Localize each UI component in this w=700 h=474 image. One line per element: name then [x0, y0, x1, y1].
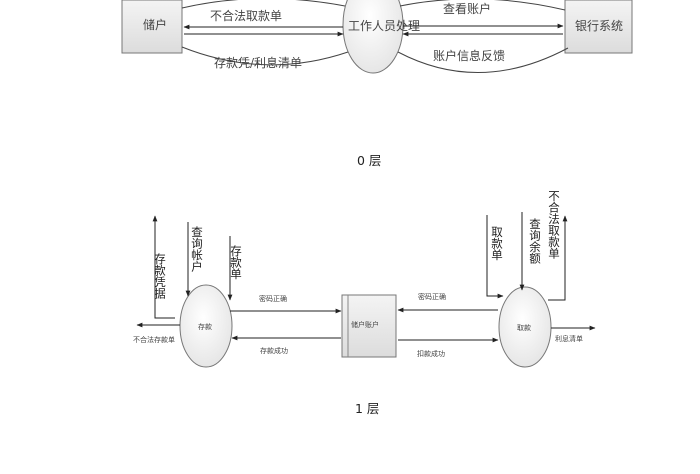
level0-diagram: 储户 工作人员处理 银行系统 不合法取款单 存款凭/利息清单 查看账户 账户信息…: [121, 0, 633, 168]
depositor-box: [121, 0, 183, 54]
deposit-slip-label: 存款单: [229, 244, 243, 279]
curve-right-top: [399, 0, 566, 11]
withdraw-process-label: 取款: [517, 323, 531, 332]
level1-diagram: 存款 储户账户 取款 存款凭据 查询帐户 存款单 取款单 查询余额 不合法取款单…: [133, 190, 596, 416]
withdraw-process-ellipse: [498, 286, 552, 368]
deposit-interest-label: 存款凭/利息清单: [214, 55, 302, 70]
level1-caption: 1 层: [355, 401, 379, 416]
illegal-deposit-label: 不合法存款单: [133, 335, 175, 344]
query-account-label: 查询帐户: [190, 225, 204, 273]
deposit-process-label: 存款: [198, 322, 212, 331]
line-withdraw-slip: [486, 215, 504, 299]
line-illegal-withdraw: [548, 215, 568, 301]
bank-system-box: [564, 0, 633, 54]
account-feedback-label: 账户信息反馈: [433, 48, 505, 63]
query-balance-label: 查询余额: [528, 217, 542, 265]
interest-list-label: 利息清单: [555, 334, 583, 343]
pwd-right-label: 密码正确: [418, 292, 446, 301]
withdraw-slip-label: 取款单: [490, 226, 504, 261]
curve-left-top: [181, 0, 346, 9]
view-account-label: 查看账户: [443, 1, 491, 16]
deduct-ok-label: 扣款成功: [417, 349, 445, 358]
curve-left-bottom: [181, 46, 349, 66]
deposit-process-ellipse: [179, 284, 233, 368]
curve-right-bottom: [397, 47, 569, 73]
bank-system-label: 银行系统: [575, 19, 623, 33]
account-box-label: 储户账户: [351, 320, 379, 329]
staff-process-ellipse: [342, 0, 404, 74]
deposit-voucher-label: 存款凭据: [153, 252, 167, 300]
illegal-withdraw-slip-label: 不合法取款单: [547, 190, 561, 259]
line-deposit-voucher: [152, 215, 175, 319]
pwd-left-label: 密码正确: [259, 294, 287, 303]
illegal-withdrawal-label: 不合法取款单: [210, 8, 282, 23]
account-box: [341, 294, 397, 358]
depositor-label: 储户: [143, 17, 167, 32]
staff-process-label: 工作人员处理: [348, 19, 420, 33]
deposit-ok-label: 存款成功: [260, 346, 288, 355]
level0-caption: 0 层: [357, 153, 381, 168]
